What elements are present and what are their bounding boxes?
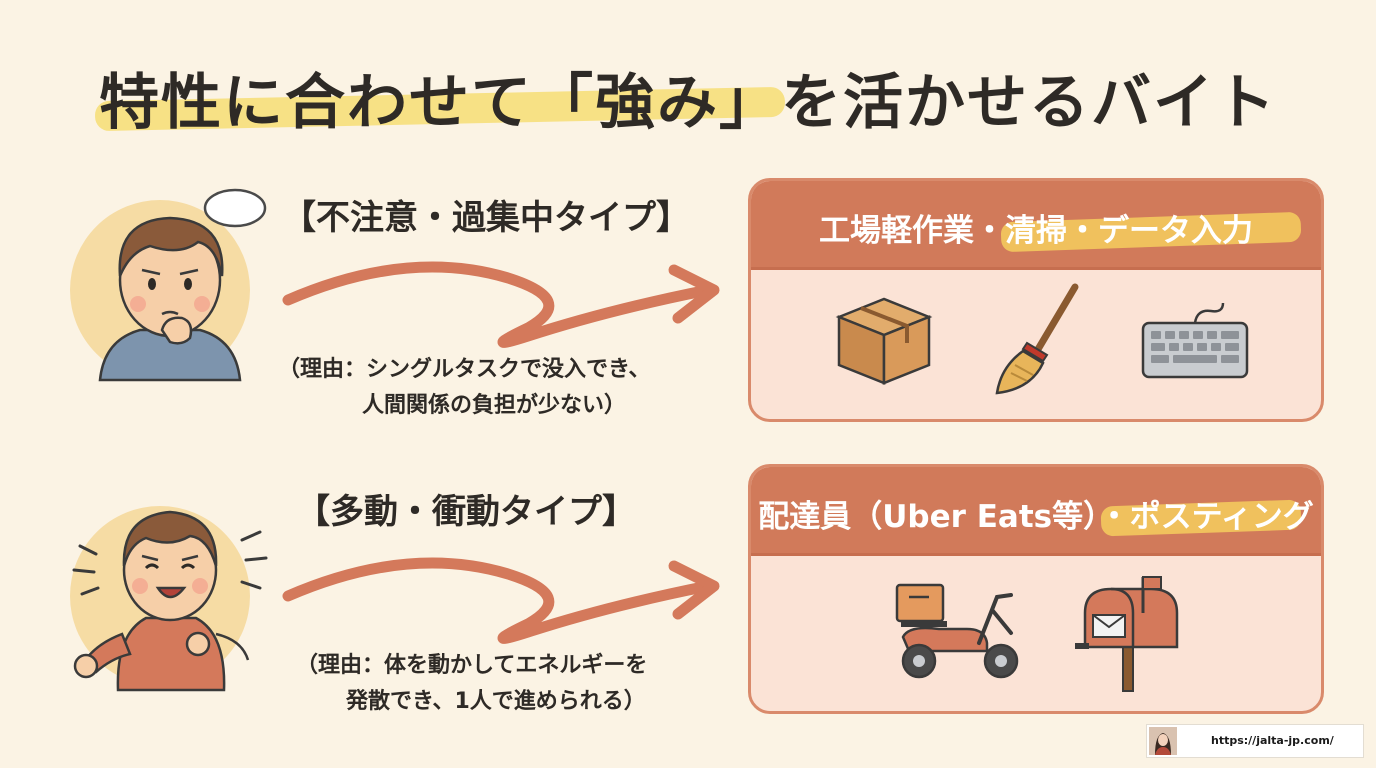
reason-line: 人間関係の負担が少ない） — [362, 393, 627, 418]
footer-link[interactable]: https://jalta-jp.com/ — [1146, 724, 1364, 758]
author-avatar-icon — [1149, 727, 1177, 755]
delivery-scooter-icon — [895, 583, 1019, 679]
type-label-hyperactive: 【多動・衝動タイプ】 — [296, 492, 636, 532]
job-title: 工場軽作業・清掃・データ入力 — [819, 213, 1253, 249]
footer-url[interactable]: https://jalta-jp.com/ — [1211, 734, 1334, 747]
job-card-hyperactive: 配達員（Uber Eats等）・ポスティング — [748, 464, 1324, 714]
type-label-inattentive: 【不注意・過集中タイプ】 — [282, 198, 690, 238]
job-card-header: 工場軽作業・清掃・データ入力 — [751, 181, 1321, 270]
title-area: 特性に合わせて「強み」を活かせるバイト — [0, 40, 1376, 140]
reason-line: （理由：シングルタスクで没入でき、 — [278, 357, 651, 382]
thinking-person-icon — [98, 188, 267, 382]
job-card-header: 配達員（Uber Eats等）・ポスティング — [751, 467, 1321, 556]
arrow-icon-2 — [282, 557, 720, 644]
cardboard-box-icon — [835, 297, 933, 385]
mailbox-icon — [1075, 576, 1179, 692]
reason-hyperactive: （理由：体を動かしてエネルギーを 発散でき、1人で進められる） — [296, 648, 647, 720]
broom-icon — [995, 283, 1079, 395]
arrow-icon-1 — [282, 261, 720, 348]
page-title: 特性に合わせて「強み」を活かせるバイト — [99, 68, 1277, 138]
energetic-person-icon — [72, 510, 268, 692]
reason-line: （理由：体を動かしてエネルギーを — [296, 653, 648, 678]
reason-inattentive: （理由：シングルタスクで没入でき、 人間関係の負担が少ない） — [278, 352, 650, 424]
job-card-inattentive: 工場軽作業・清掃・データ入力 — [748, 178, 1324, 422]
job-title: 配達員（Uber Eats等）・ポスティング — [758, 499, 1314, 535]
keyboard-icon — [1141, 302, 1249, 379]
reason-line: 発散でき、1人で進められる） — [346, 689, 646, 714]
